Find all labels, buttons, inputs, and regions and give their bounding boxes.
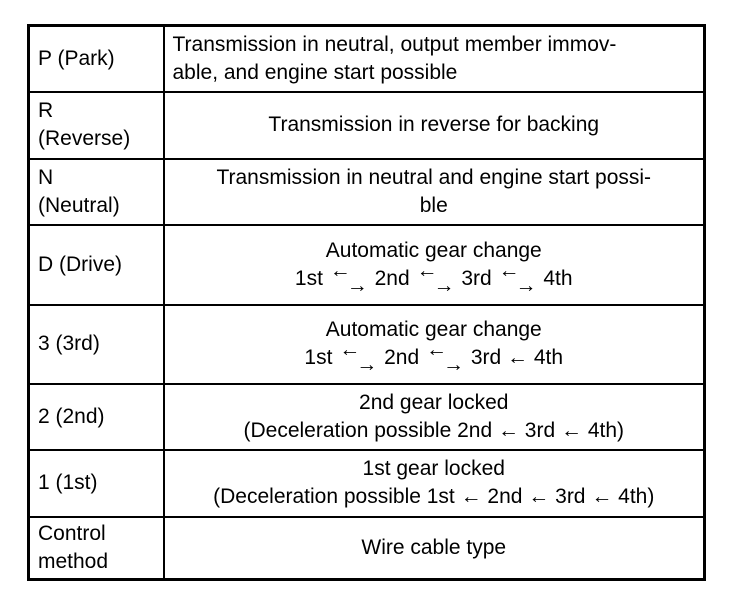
gear-position-label: D (Drive) (38, 252, 122, 276)
description-line: (Deceleration possible 1st ← 2nd ← 3rd ←… (213, 485, 655, 508)
description-cell: 1st gear locked (Deceleration possible 1… (162, 448, 706, 518)
description-cell: Wire cable type (162, 515, 706, 581)
left-arrow-icon: ← (329, 258, 351, 282)
left-arrow-icon: ← (416, 258, 438, 282)
description-cell: Transmission in neutral and engine start… (162, 157, 706, 226)
left-arrow-icon: ← (339, 338, 361, 361)
gear-position-label: N (38, 165, 54, 189)
description-cell: Automatic gear change 1st ←→ 2nd ←→ 3rd … (162, 303, 706, 385)
table-row: D (Drive) Automatic gear change 1st ←→ 2… (27, 223, 706, 306)
right-arrow-icon: → (346, 273, 368, 297)
gear-position-label: P (Park) (38, 46, 115, 70)
description-line: Wire cable type (361, 535, 507, 559)
right-arrow-icon: → (443, 353, 464, 376)
gear-position-cell: D (Drive) (27, 223, 165, 306)
table-row: 2 (2nd) 2nd gear locked (Deceleration po… (27, 382, 706, 451)
gear-position-cell: 1 (1st) (27, 448, 165, 518)
left-arrow-icon: ← (426, 338, 447, 361)
gear-shift-sequence: 1st ←→ 2nd ←→ 3rd ←→ 4th (171, 259, 698, 297)
description-line: Automatic gear change (325, 238, 542, 262)
gear-position-cell: 2 (2nd) (27, 382, 165, 451)
description-line: able, and engine start possible (172, 60, 458, 84)
gear-position-label: R (38, 99, 54, 122)
upshift-downshift-arrows-icon: ←→ (329, 259, 369, 297)
description-line: ble (419, 193, 448, 217)
gear-position-cell: 3 (3rd) (27, 303, 165, 385)
right-arrow-icon: → (515, 273, 537, 297)
table-row: 1 (1st) 1st gear locked (Deceleration po… (27, 448, 706, 518)
description-cell: 2nd gear locked (Deceleration possible 2… (162, 382, 706, 451)
description-line: Transmission in reverse for backing (268, 113, 600, 136)
table-row: N (Neutral) Transmission in neutral and … (27, 157, 706, 226)
upshift-downshift-arrows-icon: ←→ (425, 338, 465, 376)
upshift-downshift-arrows-icon: ←→ (416, 259, 456, 297)
right-arrow-icon: → (356, 353, 378, 376)
table-row: P (Park) Transmission in neutral, output… (27, 24, 706, 93)
gear-position-label: 3 (3rd) (38, 332, 100, 355)
gear-position-label: method (38, 549, 109, 573)
table-row: Control method Wire cable type (27, 515, 706, 581)
right-arrow-icon: → (433, 273, 455, 297)
description-line: Transmission in neutral, output member i… (172, 32, 617, 56)
table-row: 3 (3rd) Automatic gear change 1st ←→ 2nd… (27, 303, 706, 385)
description-cell: Transmission in neutral, output member i… (162, 24, 706, 93)
gear-position-cell: P (Park) (27, 24, 165, 93)
gear-position-label: 2 (2nd) (38, 404, 105, 428)
table-row: R (Reverse) Transmission in reverse for … (27, 90, 706, 160)
upshift-downshift-arrows-icon: ←→ (498, 259, 538, 297)
gear-shift-sequence: 1st ←→ 2nd ←→ 3rd ← 4th (171, 338, 698, 376)
description-line: Transmission in neutral and engine start… (216, 165, 652, 189)
gear-position-cell: N (Neutral) (27, 157, 165, 226)
gear-position-label: 1 (1st) (38, 471, 98, 494)
gear-position-label: (Reverse) (38, 127, 131, 150)
upshift-downshift-arrows-icon: ←→ (338, 338, 378, 376)
description-line: Automatic gear change (325, 318, 542, 341)
gear-position-cell: Control method (27, 515, 165, 581)
left-arrow-icon: ← (498, 258, 520, 282)
description-cell: Transmission in reverse for backing (162, 90, 706, 160)
gear-position-label: (Neutral) (38, 193, 120, 217)
description-line: 1st gear locked (362, 457, 505, 480)
description-line: 2nd gear locked (359, 390, 509, 414)
description-cell: Automatic gear change 1st ←→ 2nd ←→ 3rd … (162, 223, 706, 306)
gear-position-cell: R (Reverse) (27, 90, 165, 160)
description-line: (Deceleration possible 2nd ← 3rd ← 4th) (243, 418, 625, 442)
gear-position-label: Control (38, 521, 106, 545)
gear-position-table: P (Park) Transmission in neutral, output… (27, 24, 706, 581)
